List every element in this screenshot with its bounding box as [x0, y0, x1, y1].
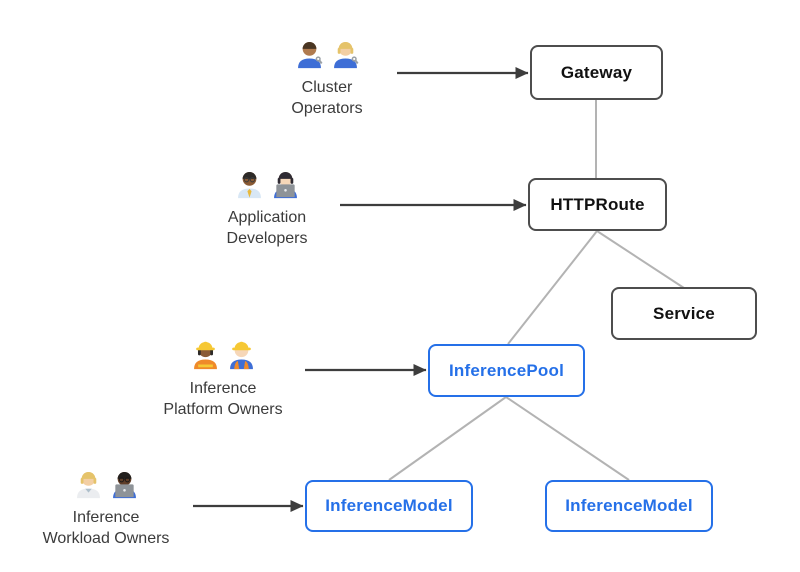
platform-owners-label: Inference Platform Owners — [163, 380, 283, 418]
cluster-operators-emojis — [252, 36, 402, 69]
health-worker-emoji — [76, 471, 100, 499]
actor-inference-workload-owners: Inference Workload Owners — [6, 466, 206, 549]
application-developers-emojis — [192, 166, 342, 199]
inferencemodel-label: InferenceModel — [325, 496, 453, 515]
inferencepool-label: InferencePool — [448, 360, 565, 380]
cluster-operators-label: Cluster Operators — [291, 79, 363, 117]
service-node: Service — [611, 287, 757, 340]
platform-owners-emojis — [123, 337, 323, 370]
inferencemodel-node-2: InferenceModel — [545, 480, 713, 532]
inferencemodel-node-1: InferenceModel — [305, 480, 473, 532]
actor-inference-platform-owners: Inference Platform Owners — [123, 337, 323, 420]
actor-cluster-operators: Cluster Operators — [252, 36, 402, 119]
service-label: Service — [653, 303, 715, 323]
man-construction-worker-emoji — [229, 341, 253, 370]
man-office-worker-emoji — [237, 171, 261, 199]
workload-owners-emojis — [6, 466, 206, 499]
woman-technologist-emoji — [273, 171, 297, 199]
edge-httproute-service — [596, 230, 685, 289]
edge-httproute-inferencepool — [507, 230, 598, 345]
gateway-label: Gateway — [560, 62, 633, 82]
httproute-node: HTTPRoute — [528, 178, 667, 231]
workload-owners-label: Inference Workload Owners — [42, 509, 170, 547]
gateway-node: Gateway — [530, 45, 663, 100]
httproute-label: HTTPRoute — [550, 194, 645, 214]
man-technologist-emoji — [112, 471, 136, 499]
actor-application-developers: Application Developers — [192, 166, 342, 249]
application-developers-label: Application Developers — [226, 209, 308, 247]
inferencepool-node: InferencePool — [428, 344, 585, 397]
edge-inferencepool-inferencemodel-2 — [505, 396, 630, 481]
inferencemodel-label: InferenceModel — [565, 496, 693, 515]
woman-mechanic-emoji — [333, 41, 359, 69]
edge-inferencepool-inferencemodel-1 — [388, 396, 507, 481]
man-mechanic-emoji — [297, 41, 323, 69]
woman-construction-worker-emoji — [193, 341, 217, 370]
